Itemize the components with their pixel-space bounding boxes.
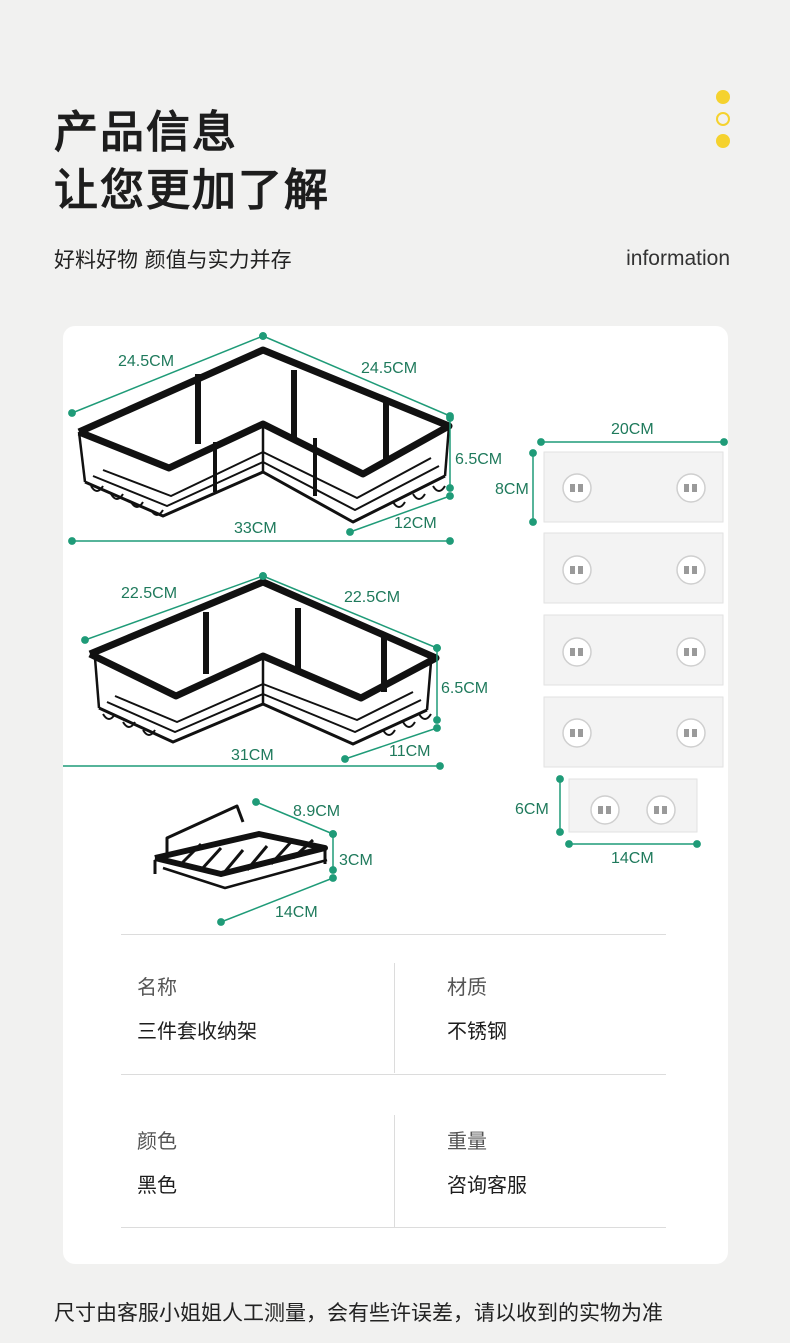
spec-label-weight: 重量: [447, 1129, 487, 1153]
dimension-diagram: 24.5CM 24.5CM 6.5CM 33CM 12CM 22.5C: [63, 332, 728, 926]
hook-small-width-label: 14CM: [611, 850, 654, 867]
rack-medium-length-label: 31CM: [231, 747, 274, 764]
spec-row-1: 名称 三件套收纳架 材质 不锈钢: [121, 934, 666, 1075]
soap-dish-length-label: 14CM: [275, 904, 318, 921]
rack-large-height-label: 6.5CM: [455, 451, 502, 468]
rack-medium-depth-label: 11CM: [389, 743, 431, 760]
dot-icon: [716, 134, 730, 148]
decorative-dots: [716, 90, 732, 156]
soap-dish-width-label: 8.9CM: [293, 803, 340, 820]
hook-large-width-label: 20CM: [611, 421, 654, 438]
hook-small-height-label: 6CM: [515, 801, 549, 818]
product-info-card: 24.5CM 24.5CM 6.5CM 33CM 12CM 22.5C: [63, 326, 728, 1264]
dot-icon: [716, 90, 730, 104]
spec-value-name: 三件套收纳架: [137, 1019, 257, 1043]
rack-large-length-label: 33CM: [234, 520, 277, 537]
rack-large-dimension-lines: [68, 332, 454, 545]
spec-label-material: 材质: [447, 975, 487, 999]
hook-dimension-lines: [529, 438, 728, 848]
spec-value-weight: 咨询客服: [447, 1173, 527, 1197]
rack-medium-side-a-label: 22.5CM: [121, 585, 177, 602]
rack-medium-dimension-lines: [63, 572, 444, 770]
spec-value-material: 不锈钢: [447, 1019, 507, 1043]
rack-medium-side-b-label: 22.5CM: [344, 589, 400, 606]
spec-label-name: 名称: [137, 975, 177, 999]
dot-outline-icon: [716, 112, 730, 126]
page-title: 产品信息: [54, 107, 238, 158]
rack-large-side-a-label: 24.5CM: [118, 353, 174, 370]
soap-dish-height-label: 3CM: [339, 852, 373, 869]
hook-large-height-label: 8CM: [495, 481, 529, 498]
rack-medium-height-label: 6.5CM: [441, 680, 488, 697]
rack-large-depth-label: 12CM: [394, 515, 437, 532]
soap-dish-dimension-lines: [217, 798, 337, 926]
corner-rack-medium: [88, 578, 440, 746]
spec-divider: [394, 1115, 395, 1227]
page-subtitle-heading: 让您更加了解: [54, 165, 330, 216]
soap-dish: [153, 804, 328, 890]
rack-large-side-b-label: 24.5CM: [361, 360, 417, 377]
adhesive-hook-pads: [543, 451, 724, 833]
spec-divider: [394, 963, 395, 1073]
measurement-disclaimer: 尺寸由客服小姐姐人工测量，会有些许误差，请以收到的实物为准: [54, 1301, 663, 1325]
tagline: 好料好物 颜值与实力并存: [54, 248, 292, 272]
spec-value-color: 黑色: [137, 1173, 177, 1197]
spec-label-color: 颜色: [137, 1129, 177, 1153]
section-label: information: [626, 247, 730, 270]
spec-row-2: 颜色 黑色 重量 咨询客服: [121, 1074, 666, 1228]
